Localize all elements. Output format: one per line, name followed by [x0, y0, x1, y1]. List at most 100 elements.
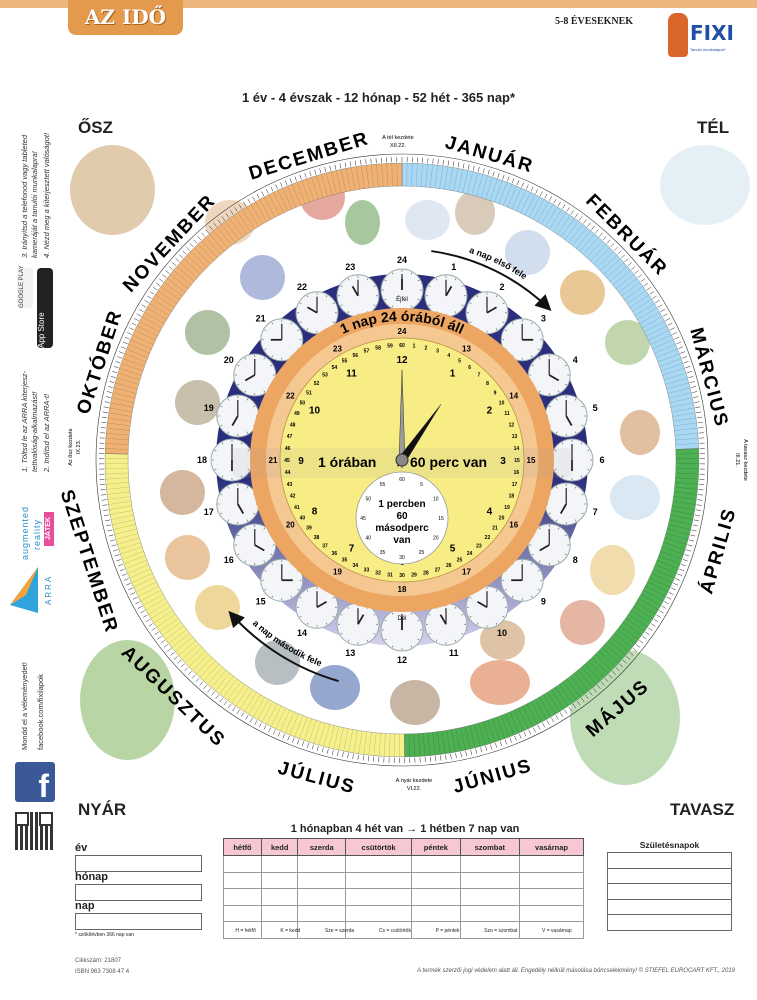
day-cell[interactable]: [297, 871, 347, 889]
clock-tick: [469, 302, 472, 305]
day-tick: [203, 684, 207, 690]
day-cell[interactable]: [260, 904, 299, 922]
day-cell[interactable]: [223, 921, 262, 939]
hour-number-outer: 17: [462, 568, 471, 577]
day-stripe: [670, 514, 693, 520]
day-tick: [112, 549, 118, 552]
month-field[interactable]: [75, 884, 202, 901]
spring-start-label: A tavasz kezdete: [742, 439, 748, 481]
day-cell[interactable]: [411, 871, 461, 889]
clock-tick: [264, 348, 267, 351]
day-cell[interactable]: [297, 904, 347, 922]
day-stripe: [373, 732, 377, 756]
day-cell[interactable]: [411, 904, 461, 922]
clock-tick: [581, 405, 584, 408]
day-cell[interactable]: [411, 855, 461, 873]
birthday-row[interactable]: [607, 898, 732, 915]
minute-number: 22: [485, 535, 491, 541]
day-tick: [551, 717, 555, 723]
facebook-icon[interactable]: f: [15, 762, 55, 802]
day-tick: [598, 232, 603, 237]
day-tick: [604, 678, 609, 683]
day-cell[interactable]: [345, 888, 413, 906]
day-cell[interactable]: [519, 855, 584, 873]
day-stripe: [526, 703, 538, 725]
day-cell[interactable]: [260, 855, 299, 873]
minute-number: 7: [478, 373, 481, 379]
hour-hand: [445, 285, 453, 297]
day-tick: [357, 754, 359, 760]
day-cell[interactable]: [519, 888, 584, 906]
day-tick: [661, 605, 667, 609]
day-stripe: [663, 542, 686, 550]
hour-hand: [254, 544, 265, 552]
day-cell[interactable]: [519, 921, 584, 939]
day-stripe: [383, 733, 386, 757]
second-number: 15: [438, 516, 444, 522]
clock-tick: [428, 285, 431, 288]
day-tick: [275, 184, 278, 190]
day-cell[interactable]: [223, 888, 262, 906]
day-cell[interactable]: [345, 871, 413, 889]
day-cell[interactable]: [519, 871, 584, 889]
day-cell[interactable]: [459, 871, 521, 889]
day-stripe: [311, 177, 319, 200]
day-cell[interactable]: [459, 921, 521, 939]
day-stripe: [125, 560, 148, 569]
day-tick: [559, 712, 564, 717]
clock-tick: [410, 272, 413, 275]
day-cell[interactable]: [297, 855, 347, 873]
day-tick: [509, 737, 512, 743]
illustration-image: [185, 310, 230, 355]
day-cell[interactable]: [297, 888, 347, 906]
weekday-abbrev: P = péntek: [435, 928, 460, 934]
year-field[interactable]: [75, 855, 202, 872]
day-stripe: [441, 731, 446, 754]
day-tick: [612, 670, 616, 675]
day-cell[interactable]: [223, 855, 262, 873]
birthday-row[interactable]: [607, 852, 732, 869]
clock-tick: [227, 398, 230, 401]
day-tick: [154, 631, 159, 636]
day-stripe: [524, 194, 536, 216]
clock-tick: [263, 390, 266, 393]
day-tick: [639, 640, 644, 644]
day-field[interactable]: [75, 913, 202, 930]
illustration-image: [345, 200, 380, 245]
day-tick: [178, 254, 184, 259]
birthday-row[interactable]: [607, 883, 732, 900]
illustration-image: [195, 585, 240, 630]
day-cell[interactable]: [519, 904, 584, 922]
day-cell[interactable]: [459, 888, 521, 906]
clock-tick: [564, 534, 567, 537]
day-cell[interactable]: [223, 871, 262, 889]
clock-tick: [391, 645, 394, 648]
day-cell[interactable]: [260, 871, 299, 889]
day-stripe: [572, 227, 587, 246]
clock-tick: [373, 613, 376, 616]
day-cell[interactable]: [223, 904, 262, 922]
birthday-row[interactable]: [607, 914, 732, 931]
second-number: 50: [365, 497, 371, 503]
qr-code-icon[interactable]: [15, 812, 53, 850]
day-cell[interactable]: [260, 888, 299, 906]
day-cell[interactable]: [411, 888, 461, 906]
day-tick: [215, 694, 219, 700]
day-stripe: [141, 316, 163, 328]
clock-tick: [531, 553, 534, 556]
day-stripe: [115, 382, 138, 390]
birthday-row[interactable]: [607, 867, 732, 884]
clock-tick: [554, 449, 557, 452]
day-cell[interactable]: [345, 904, 413, 922]
day-stripe: [489, 178, 498, 201]
day-cell[interactable]: [459, 855, 521, 873]
day-tick: [261, 191, 265, 197]
day-tick: [173, 656, 178, 660]
day-stripe: [551, 689, 565, 710]
day-cell[interactable]: [345, 855, 413, 873]
day-cell[interactable]: [459, 904, 521, 922]
day-tick: [677, 573, 683, 576]
day-stripe: [330, 171, 337, 194]
day-stripe: [638, 598, 659, 611]
day-tick: [576, 700, 581, 706]
